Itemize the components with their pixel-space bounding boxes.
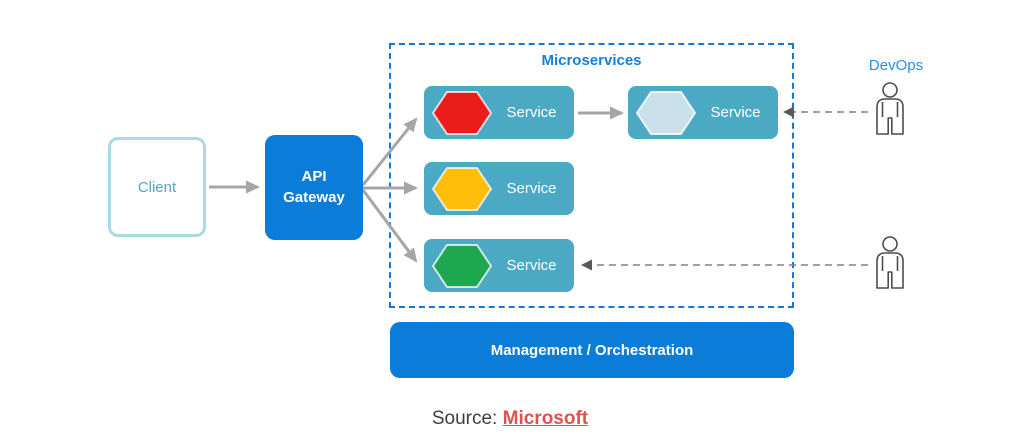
red-hexagon-icon [431, 90, 493, 135]
light-blue-hexagon-icon [635, 90, 697, 135]
operator-person-icon [876, 236, 904, 289]
devops-person-icon [876, 82, 904, 135]
service-node-amber: Service [424, 162, 574, 215]
service-label: Service [506, 104, 557, 121]
source-attribution: Source: Microsoft [0, 408, 1020, 430]
api-gateway-label: API Gateway [283, 168, 345, 206]
microservices-group-title: Microservices [541, 52, 642, 69]
source-prefix-text: Source: [431, 408, 503, 429]
api-gateway-node: API Gateway [265, 135, 363, 240]
service-node-lightblue: Service [628, 86, 778, 139]
devops-label: DevOps [868, 57, 924, 74]
client-label: Client [137, 178, 177, 196]
service-label: Service [506, 180, 557, 197]
client-node: Client [108, 137, 206, 237]
management-orchestration-label: Management / Orchestration [490, 341, 694, 359]
service-node-green: Service [424, 239, 574, 292]
management-orchestration-bar: Management / Orchestration [390, 322, 794, 378]
service-node-red: Service [424, 86, 574, 139]
source-microsoft-link[interactable]: Microsoft [502, 408, 589, 429]
service-label: Service [506, 257, 557, 274]
amber-hexagon-icon [431, 166, 493, 211]
green-hexagon-icon [431, 243, 493, 288]
service-label: Service [710, 104, 761, 121]
